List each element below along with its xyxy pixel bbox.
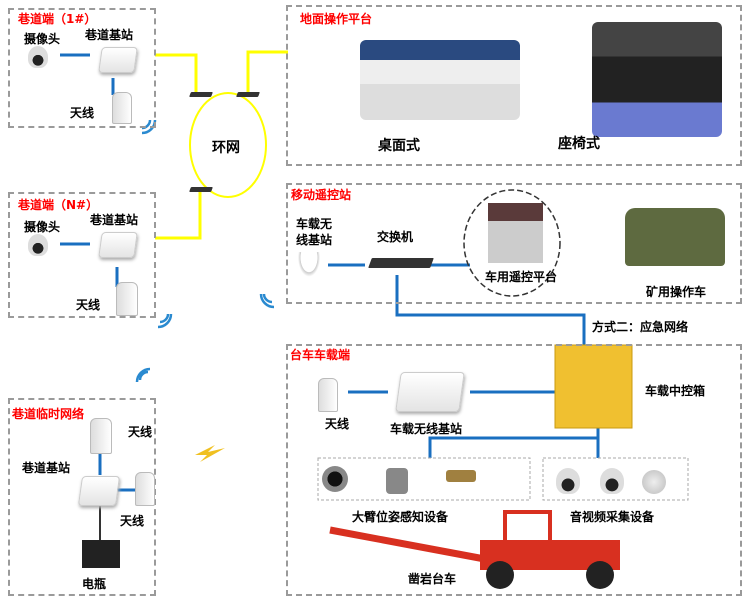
ground-platform-title: 地面操作平台	[300, 12, 373, 26]
vehicle-antenna-icon	[296, 252, 322, 280]
emergency-link	[395, 275, 586, 350]
switch-icon	[189, 187, 213, 192]
temp-network-group	[8, 398, 156, 596]
battery-icon	[82, 540, 120, 568]
seat-label: 座椅式	[558, 136, 600, 152]
tunnel-end-1-group	[8, 8, 156, 128]
ring-link-ground	[246, 50, 288, 93]
drill-rig	[329, 510, 620, 589]
link-box-sensors	[428, 428, 600, 458]
av-group-box	[542, 457, 689, 501]
tunnel-end-n-title: 巷道端（N#）	[18, 198, 99, 212]
antenna-label: 天线	[70, 106, 95, 120]
ring-link-1	[155, 53, 198, 93]
switch-icon	[368, 258, 434, 268]
encoder-icon	[322, 466, 348, 492]
remote-platform-image	[488, 203, 543, 263]
wifi-icon	[135, 119, 275, 383]
switch-icon	[189, 92, 213, 97]
base-station-icon	[98, 47, 138, 73]
camera-label: 摄像头	[24, 220, 61, 234]
antenna-top-label: 天线	[128, 425, 153, 439]
proximity-sensor-icon	[446, 470, 476, 482]
switch-label: 交换机	[377, 230, 414, 244]
drill-rig-label: 凿岩台车	[408, 572, 457, 586]
antenna-bottom-label: 天线	[120, 514, 145, 528]
ring-network	[189, 92, 267, 198]
vehicle-base-station-label: 车载无线基站	[390, 422, 463, 436]
tunnel-end-n-group	[8, 192, 156, 318]
base-station-icon	[395, 372, 465, 412]
camera-icon	[556, 468, 580, 494]
remote-platform-label: 车用遥控平台	[485, 270, 558, 284]
antenna-icon	[112, 92, 132, 124]
vehicle-image	[625, 208, 725, 266]
base-station-label: 巷道基站	[85, 28, 134, 42]
ring-label: 环网	[212, 140, 240, 156]
camera-icon	[28, 234, 48, 256]
lightning-icon	[195, 445, 225, 462]
microphone-icon	[642, 470, 666, 494]
vehicle-base-station-label: 车载无 线基站	[296, 217, 333, 247]
antenna-icon	[90, 418, 112, 454]
camera-icon	[600, 468, 624, 494]
antenna-label: 天线	[76, 298, 101, 312]
remote-platform-circle	[463, 189, 561, 297]
control-box	[554, 344, 633, 429]
base-station-label: 巷道基站	[22, 461, 71, 475]
desktop-console-image	[360, 40, 520, 120]
camera-label: 摄像头	[24, 32, 61, 46]
base-station-icon	[98, 232, 138, 258]
base-station-icon	[77, 476, 121, 506]
sensor-group-box	[317, 457, 531, 501]
emergency-network-label: 方式二：应急网络	[592, 320, 689, 334]
antenna-label: 天线	[325, 417, 350, 431]
temp-network-title: 巷道临时网络	[12, 407, 85, 421]
mobile-station-group	[286, 183, 742, 304]
drill-onboard-title: 台车车载端	[290, 348, 351, 362]
mobile-station-title: 移动遥控站	[291, 188, 352, 202]
base-station-label: 巷道基站	[90, 213, 139, 227]
antenna-icon	[116, 282, 138, 316]
camera-icon	[28, 46, 48, 68]
antenna-icon	[318, 378, 338, 412]
ground-platform-group	[286, 5, 742, 166]
vehicle-label: 矿用操作车	[646, 285, 707, 299]
ring-link-n	[155, 192, 202, 240]
desktop-label: 桌面式	[378, 138, 420, 154]
seat-console-image	[592, 22, 722, 137]
switch-icon	[236, 92, 260, 97]
tunnel-end-1-title: 巷道端（1#）	[18, 12, 97, 26]
av-capture-label: 音视频采集设备	[570, 510, 655, 524]
control-box-label: 车载中控箱	[645, 384, 706, 398]
drill-onboard-group	[286, 344, 742, 596]
antenna-icon	[135, 472, 155, 506]
arm-sensing-label: 大臂位姿感知设备	[352, 510, 449, 524]
inclinometer-icon	[386, 468, 408, 494]
battery-label: 电瓶	[82, 577, 107, 591]
